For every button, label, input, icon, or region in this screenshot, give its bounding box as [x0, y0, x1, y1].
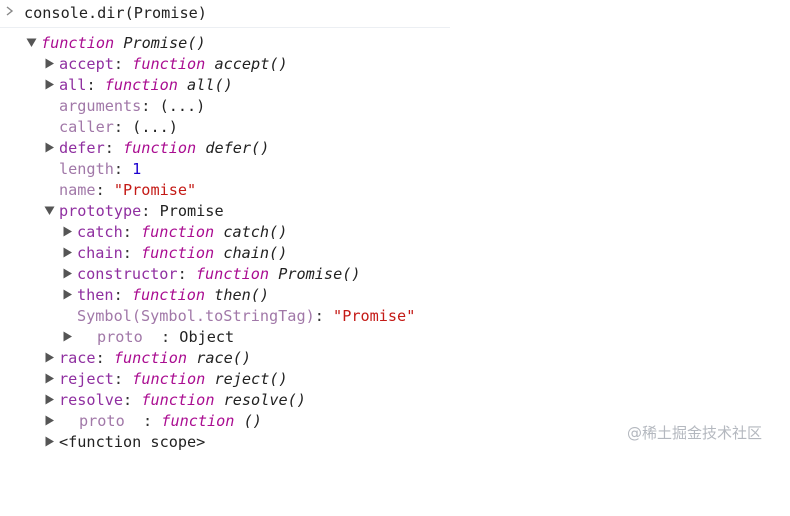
function-keyword: function: [123, 139, 197, 157]
tree-item-prototype[interactable]: prototype: Promise: [0, 201, 600, 222]
triangle-down-icon[interactable]: [26, 33, 38, 54]
tree-item-constructor[interactable]: constructor: function Promise(): [0, 264, 600, 285]
triangle-right-icon[interactable]: [44, 75, 56, 96]
triangle-right-icon[interactable]: [62, 243, 74, 264]
function-name: then(): [214, 286, 270, 304]
function-name: chain(): [223, 244, 288, 262]
property-key: constructor: [77, 265, 178, 283]
function-keyword: function: [141, 244, 215, 262]
string-value: "Promise": [113, 181, 197, 199]
tree-item-race[interactable]: race: function race(): [0, 348, 600, 369]
property-key: chain: [77, 244, 123, 262]
tree-item-symbol-tostringtag[interactable]: Symbol(Symbol.toStringTag): "Promise": [77, 307, 416, 325]
property-key: catch: [77, 223, 123, 241]
property-value[interactable]: (...): [132, 118, 178, 136]
console-input-row[interactable]: console.dir(Promise): [0, 0, 450, 28]
property-key: then: [77, 286, 114, 304]
triangle-right-icon[interactable]: [62, 285, 74, 306]
tree-item-prototype-proto[interactable]: proto : Object: [0, 327, 600, 348]
property-key: prototype: [59, 202, 142, 220]
function-name: Promise(): [123, 34, 206, 52]
tree-item-function-scope[interactable]: <function scope>: [0, 432, 600, 453]
triangle-right-icon[interactable]: [44, 348, 56, 369]
property-key: Symbol(Symbol.toStringTag): [77, 307, 315, 325]
watermark: @稀土掘金技术社区: [627, 424, 763, 442]
tree-item-resolve[interactable]: resolve: function resolve(): [0, 390, 600, 411]
tree-item-then[interactable]: then: function then(): [0, 285, 600, 306]
function-name: Promise(): [278, 265, 361, 283]
triangle-right-icon[interactable]: [44, 390, 56, 411]
tree-item-defer[interactable]: defer: function defer(): [0, 138, 600, 159]
function-keyword: function: [132, 370, 206, 388]
property-key: defer: [59, 139, 105, 157]
function-name: reject(): [214, 370, 288, 388]
tree-item-accept[interactable]: accept: function accept(): [0, 54, 600, 75]
object-type: Object: [179, 328, 235, 346]
function-name: accept(): [214, 55, 288, 73]
function-keyword: function: [41, 34, 115, 52]
triangle-right-icon[interactable]: [62, 222, 74, 243]
property-key: race: [59, 349, 96, 367]
function-keyword: function: [113, 349, 188, 367]
function-keyword: function: [141, 223, 215, 241]
property-key: all: [59, 76, 87, 94]
chevron-right-icon: [6, 6, 14, 16]
triangle-right-icon[interactable]: [62, 327, 74, 348]
tree-item-length[interactable]: length: 1: [59, 160, 142, 178]
triangle-down-icon[interactable]: [44, 201, 56, 222]
tree-item-all[interactable]: all: function all(): [0, 75, 600, 96]
function-name: catch(): [223, 223, 288, 241]
scope-label: <function scope>: [59, 433, 206, 451]
triangle-right-icon[interactable]: [44, 411, 56, 432]
function-name: race(): [196, 349, 252, 367]
function-name: defer(): [205, 139, 270, 157]
triangle-right-icon[interactable]: [44, 369, 56, 390]
triangle-right-icon[interactable]: [62, 264, 74, 285]
triangle-right-icon[interactable]: [44, 54, 56, 75]
console-command: console.dir(Promise): [24, 4, 207, 22]
property-key: arguments: [59, 97, 142, 115]
function-keyword: function: [161, 412, 235, 430]
tree-item-caller[interactable]: caller: (...): [59, 118, 178, 136]
property-key: caller: [59, 118, 114, 136]
tree-item-proto[interactable]: proto : function (): [0, 411, 600, 432]
tree-item-chain[interactable]: chain: function chain(): [0, 243, 600, 264]
function-name: (): [243, 412, 262, 430]
tree-item-arguments[interactable]: arguments: (...): [59, 97, 206, 115]
string-value: "Promise": [333, 307, 416, 325]
function-keyword: function: [131, 286, 206, 304]
tree-item-reject[interactable]: reject: function reject(): [0, 369, 600, 390]
function-name: all(): [187, 76, 233, 94]
triangle-right-icon[interactable]: [44, 432, 56, 453]
property-key: proto: [79, 412, 125, 430]
property-value[interactable]: (...): [159, 97, 206, 115]
function-keyword: function: [104, 76, 178, 94]
function-keyword: function: [141, 391, 215, 409]
triangle-right-icon[interactable]: [44, 138, 56, 159]
tree-item-name[interactable]: name: "Promise": [59, 181, 197, 199]
function-keyword: function: [132, 55, 206, 73]
property-key: length: [59, 160, 114, 178]
tree-root[interactable]: function Promise(): [0, 33, 600, 54]
object-type: Promise: [159, 202, 224, 220]
property-key: resolve: [59, 391, 124, 409]
function-name: resolve(): [223, 391, 306, 409]
property-key: reject: [59, 370, 114, 388]
tree-item-catch[interactable]: catch: function catch(): [0, 222, 600, 243]
number-value: 1: [132, 160, 142, 178]
property-key: accept: [59, 55, 114, 73]
object-tree: function Promise() accept: function acce…: [0, 33, 600, 453]
property-key: name: [59, 181, 96, 199]
property-key: proto: [97, 328, 143, 346]
function-keyword: function: [195, 265, 270, 283]
